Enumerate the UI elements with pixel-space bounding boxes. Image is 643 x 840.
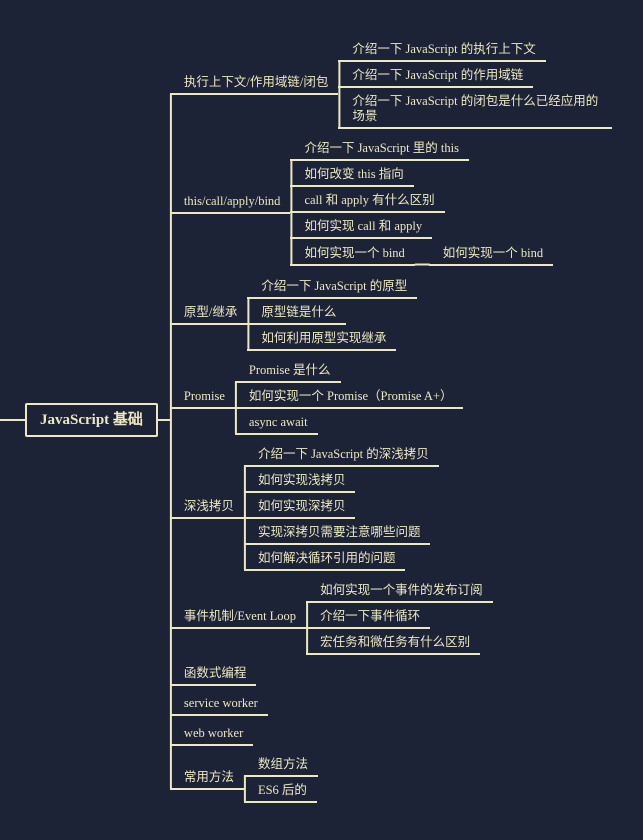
mindmap-node: 执行上下文/作用域链/闭包介绍一下 JavaScript 的执行上下文介绍一下 … [169,37,613,130]
mindmap-node: 如何解决循环引用的问题 [243,547,439,571]
mindmap-node: 介绍一下 JavaScript 的深浅拷贝 [243,443,439,467]
branch-topic[interactable]: Promise [169,385,235,409]
mindmap-node: 介绍一下事件循环 [306,605,493,629]
subtopic[interactable]: 如何实现一个 Promise（Promise A+） [234,385,463,409]
subtopic[interactable]: 如何利用原型实现继承 [247,327,397,351]
children-group: 如何实现一个事件的发布订阅介绍一下事件循环宏任务和微任务有什么区别 [306,578,493,656]
children-group: 介绍一下 JavaScript 的原型原型链是什么如何利用原型实现继承 [247,274,418,352]
subtopic[interactable]: 如何实现深拷贝 [243,495,356,519]
mindmap-node: 介绍一下 JavaScript 的作用域链 [338,64,612,88]
subtopic[interactable]: 介绍一下 JavaScript 里的 this [290,137,469,161]
subtopic[interactable]: 数组方法 [243,753,318,777]
children-group: 执行上下文/作用域链/闭包介绍一下 JavaScript 的执行上下文介绍一下 … [169,34,613,807]
mindmap-node: async await [234,411,463,435]
branch-topic[interactable]: this/call/apply/bind [169,190,291,214]
children-group: 介绍一下 JavaScript 的执行上下文介绍一下 JavaScript 的作… [338,37,613,130]
mindmap-node: 如何实现深拷贝 [243,495,439,519]
subtopic[interactable]: 如何实现浅拷贝 [243,469,356,493]
subtopic[interactable]: 介绍一下 JavaScript 的深浅拷贝 [243,443,439,467]
mindmap-node: 函数式编程 [169,662,612,686]
subtopic[interactable]: 介绍一下事件循环 [306,605,431,629]
mindmap-node: 如何改变 this 指向 [290,163,553,187]
branch-topic[interactable]: 函数式编程 [169,662,257,686]
branch-topic[interactable]: 执行上下文/作用域链/闭包 [169,71,339,95]
subtopic[interactable]: 如何实现一个 bind [428,242,554,266]
branch-topic[interactable]: 深浅拷贝 [169,495,244,519]
mindmap-node: 如何实现一个事件的发布订阅 [306,579,493,603]
mindmap-node: 介绍一下 JavaScript 的闭包是什么已经应用的场景 [338,90,613,129]
branch-topic[interactable]: 常用方法 [169,766,244,790]
root-topic[interactable]: JavaScript 基础 [25,403,158,437]
children-group: 如何实现一个 bind [428,241,554,267]
subtopic[interactable]: ES6 后的 [243,779,317,803]
children-group: Promise 是什么如何实现一个 Promise（Promise A+）asy… [234,358,463,436]
mindmap-node: call 和 apply 有什么区别 [290,189,553,213]
branch-topic[interactable]: web worker [169,722,254,746]
mindmap-node: 原型链是什么 [247,301,417,325]
mindmap-node: 深浅拷贝介绍一下 JavaScript 的深浅拷贝如何实现浅拷贝如何实现深拷贝实… [169,442,612,572]
mindmap-node: Promise 是什么 [234,359,463,383]
mindmap-node: service worker [169,692,612,716]
branch-topic[interactable]: 原型/继承 [169,301,248,325]
branch-topic[interactable]: service worker [169,692,268,716]
subtopic[interactable]: 如何实现一个 bind [290,242,415,266]
mindmap-node: 如何实现一个 bind 如何实现一个 bind [290,241,554,267]
subtopic[interactable]: 介绍一下 JavaScript 的原型 [247,275,418,299]
mindmap-node: 实现深拷贝需要注意哪些问题 [243,521,439,545]
mindmap-node: 如何实现浅拷贝 [243,469,439,493]
subtopic[interactable]: 实现深拷贝需要注意哪些问题 [243,521,431,545]
subtopic[interactable]: 原型链是什么 [247,301,347,325]
subtopic[interactable]: 介绍一下 JavaScript 的作用域链 [338,64,534,88]
subtopic[interactable]: 如何改变 this 指向 [290,163,414,187]
subtopic[interactable]: 如何实现一个事件的发布订阅 [306,579,493,603]
children-group: 介绍一下 JavaScript 的深浅拷贝如何实现浅拷贝如何实现深拷贝实现深拷贝… [243,442,439,572]
mindmap-node: 数组方法 [243,753,318,777]
mindmap-node: 介绍一下 JavaScript 里的 this [290,137,553,161]
mindmap-node: 介绍一下 JavaScript 的执行上下文 [338,38,612,62]
mindmap-root: JavaScript 基础执行上下文/作用域链/闭包介绍一下 JavaScrip… [25,34,613,807]
subtopic[interactable]: 介绍一下 JavaScript 的闭包是什么已经应用的场景 [338,90,613,129]
branch-topic[interactable]: 事件机制/Event Loop [169,605,307,629]
mindmap-node: 如何实现一个 bind [428,242,554,266]
subtopic[interactable]: Promise 是什么 [234,359,341,383]
subtopic[interactable]: 宏任务和微任务有什么区别 [306,631,481,655]
mindmap-node: 如何利用原型实现继承 [247,327,417,351]
subtopic[interactable]: async await [234,411,318,435]
mindmap-node: 如何实现一个 Promise（Promise A+） [234,385,463,409]
mindmap-node: 介绍一下 JavaScript 的原型 [247,275,418,299]
mindmap-node: 原型/继承介绍一下 JavaScript 的原型原型链是什么如何利用原型实现继承 [169,274,612,352]
subtopic[interactable]: call 和 apply 有什么区别 [290,189,445,213]
subtopic[interactable]: 如何解决循环引用的问题 [243,547,406,571]
mindmap-node: ES6 后的 [243,779,318,803]
mindmap-node: web worker [169,722,612,746]
mindmap-node: 宏任务和微任务有什么区别 [306,631,493,655]
subtopic[interactable]: 如何实现 call 和 apply [290,215,433,239]
subtopic[interactable]: 介绍一下 JavaScript 的执行上下文 [338,38,546,62]
mindmap-node: 如何实现 call 和 apply [290,215,553,239]
